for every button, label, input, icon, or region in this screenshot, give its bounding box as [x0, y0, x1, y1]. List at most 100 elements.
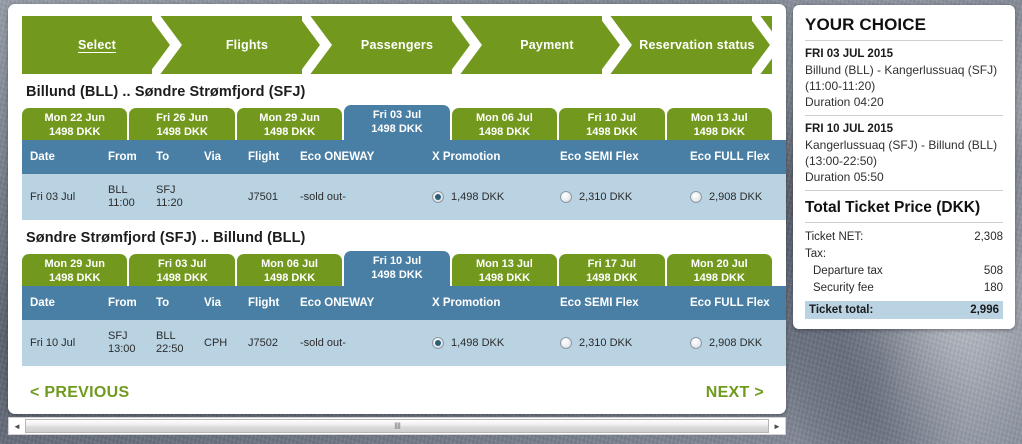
date-tab-day: Mon 13 Jul [475, 258, 533, 270]
total-ticket-price-title: Total Ticket Price (DKK) [805, 199, 981, 216]
cell-to-code: BLL [156, 330, 176, 342]
date-tab-price: 1498 DKK [263, 126, 316, 138]
radio-eco-semi-flex[interactable] [560, 337, 572, 349]
progress-step-label: Passengers [360, 38, 434, 52]
cell-x-promotion[interactable]: 1,498 DKK [432, 320, 560, 366]
departure-tax-value: 508 [983, 265, 1003, 277]
header-from: From [108, 140, 156, 174]
departure-tax-label: Departure tax [813, 265, 883, 277]
date-tab-day: Fri 03 Jul [157, 258, 207, 270]
price-eco-semi-flex: 2,310 DKK [579, 337, 633, 349]
leg-duration: Duration 05:50 [805, 170, 884, 184]
date-tab-price: 1498 DKK [586, 272, 638, 284]
header-date: Date [22, 140, 108, 174]
leg-route: Billund (BLL) - Kangerlussuaq (SFJ) (11:… [805, 63, 998, 93]
sidebar-divider [805, 222, 1003, 223]
ticket-total-row: Ticket total: 2,996 [805, 301, 1003, 319]
radio-eco-semi-flex[interactable] [560, 191, 572, 203]
date-tab-day: Mon 06 Jul [261, 258, 318, 270]
scrollbar-thumb[interactable]: IIII [25, 419, 769, 433]
radio-x-promotion[interactable] [432, 337, 444, 349]
security-fee-label: Security fee [813, 282, 874, 294]
cell-via [204, 174, 248, 220]
leg-date: FRI 03 JUL 2015 [805, 48, 894, 60]
header-x-promotion: X Promotion [432, 140, 560, 174]
radio-x-promotion[interactable] [432, 191, 444, 203]
cell-eco-oneway-status: -sold out- [300, 320, 432, 366]
itinerary-leg: FRI 10 JUL 2015 Kangerlussuaq (SFJ) - Bi… [805, 122, 1003, 185]
previous-button[interactable]: < PREVIOUS [30, 384, 130, 401]
date-tab-price: 1498 DKK [156, 272, 208, 284]
radio-eco-full-flex[interactable] [690, 337, 702, 349]
header-to: To [156, 286, 204, 320]
sidebar-divider [805, 40, 1003, 41]
inbound-route-title: Søndre Strømfjord (SFJ) .. Billund (BLL) [26, 230, 306, 246]
table-row: Fri 10 Jul SFJ 13:00 BLL 22:50 CPH [22, 320, 786, 366]
sidebar-divider [805, 115, 1003, 116]
price-eco-semi-flex: 2,310 DKK [579, 191, 633, 203]
cell-eco-full-flex[interactable]: 2,908 DKK [690, 320, 786, 366]
cell-eco-oneway-status: -sold out- [300, 174, 432, 220]
date-tab-price: 1498 DKK [586, 126, 638, 138]
tax-row: Departure tax 508 [805, 263, 1003, 280]
scroll-left-arrow-icon[interactable]: ◄ [13, 421, 21, 431]
cell-eco-semi-flex[interactable]: 2,310 DKK [560, 320, 690, 366]
scroll-right-arrow-icon[interactable]: ► [773, 421, 781, 431]
cell-x-promotion[interactable]: 1,498 DKK [432, 174, 560, 220]
footer-navigation: < PREVIOUS NEXT > [8, 384, 786, 402]
price-eco-full-flex: 2,908 DKK [709, 337, 763, 349]
cell-via: CPH [204, 320, 248, 366]
leg-date: FRI 10 JUL 2015 [805, 123, 894, 135]
ticket-total-label: Ticket total: [809, 304, 874, 316]
security-fee-value: 180 [983, 282, 1003, 294]
cell-date: Fri 03 Jul [22, 174, 108, 220]
cell-to-time: 11:20 [156, 197, 183, 209]
radio-eco-full-flex[interactable] [690, 191, 702, 203]
date-tab-day: Mon 13 Jul [690, 112, 748, 124]
header-via: Via [204, 140, 248, 174]
ticket-net-row: Ticket NET: 2,308 [805, 229, 1003, 246]
inbound-date-tab-1[interactable]: Fri 03 Jul 1498 DKK [129, 254, 235, 286]
scrollbar-track[interactable]: IIII [25, 419, 769, 433]
cell-date: Fri 10 Jul [22, 320, 108, 366]
date-tab-day: Fri 26 Jun [156, 112, 209, 124]
header-eco-full-flex: Eco FULL Flex [690, 140, 786, 174]
horizontal-scrollbar[interactable]: ◄ IIII ► [8, 417, 786, 435]
progress-step-select[interactable]: Select [22, 16, 172, 74]
progress-step-label: Select [77, 38, 117, 52]
cell-eco-semi-flex[interactable]: 2,310 DKK [560, 174, 690, 220]
progress-step-reservation-status[interactable]: Reservation status [622, 16, 772, 74]
progress-step-payment[interactable]: Payment [472, 16, 622, 74]
date-tab-price: 1498 DKK [371, 123, 423, 135]
next-button[interactable]: NEXT > [705, 384, 764, 401]
cell-flight-number: J7502 [248, 320, 300, 366]
outbound-table-header-row: Date From To Via Flight Eco ONEWAY X Pro… [22, 140, 786, 174]
cell-from: BLL 11:00 [108, 174, 156, 220]
ticket-net-value: 2,308 [974, 231, 1003, 243]
price-eco-full-flex: 2,908 DKK [709, 191, 763, 203]
price-x-promotion: 1,498 DKK [451, 191, 505, 203]
progress-step-passengers[interactable]: Passengers [322, 16, 472, 74]
header-flight: Flight [248, 286, 300, 320]
inbound-table-header-row: Date From To Via Flight Eco ONEWAY X Pro… [22, 286, 786, 320]
header-eco-semi-flex: Eco SEMI Flex [560, 140, 690, 174]
cell-eco-full-flex[interactable]: 2,908 DKK [690, 174, 786, 220]
progress-step-flights[interactable]: Flights [172, 16, 322, 74]
